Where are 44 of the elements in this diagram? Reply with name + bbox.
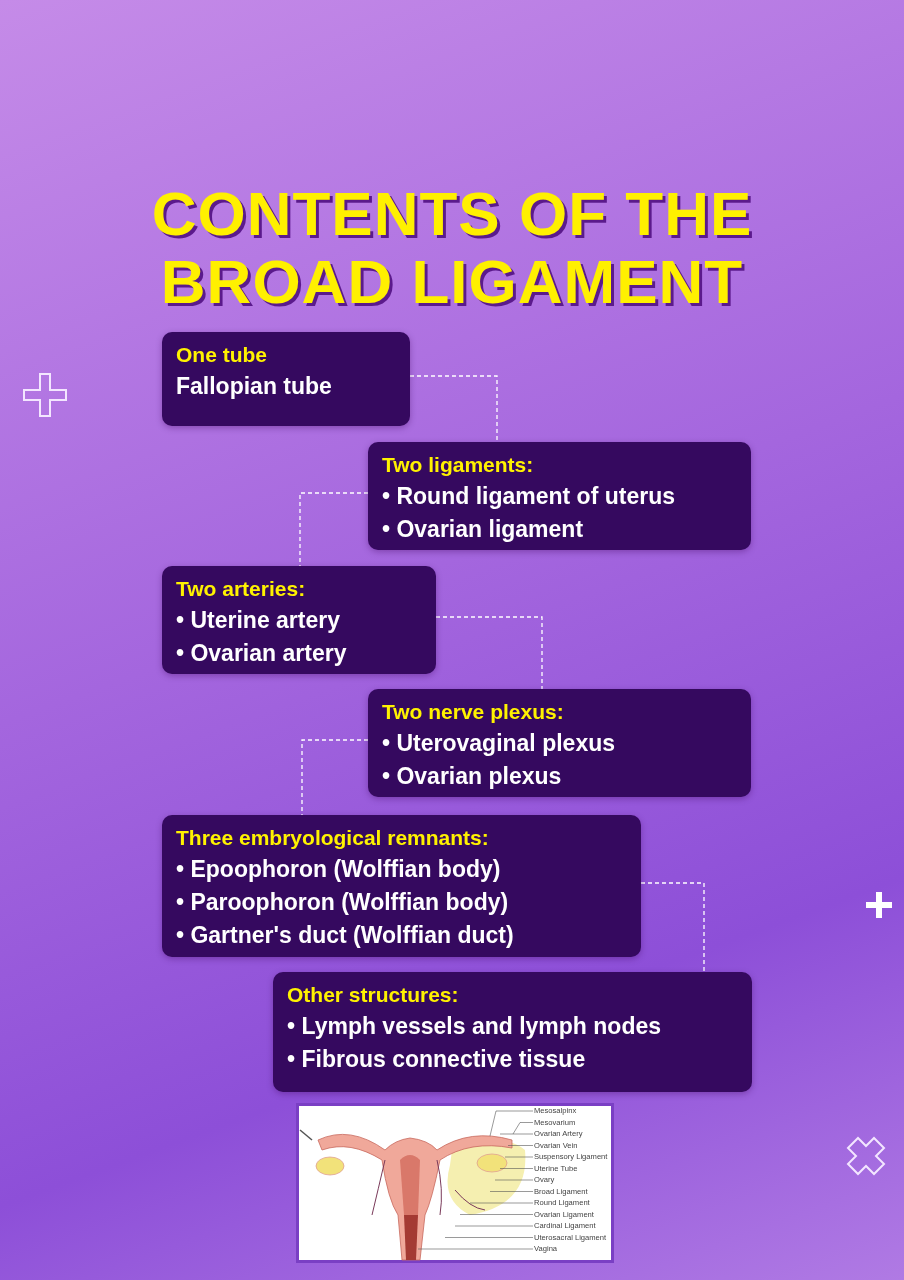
leader-line <box>454 1225 534 1227</box>
leader-line <box>459 1214 534 1215</box>
box-heading: Other structures: <box>287 982 460 1008</box>
leader-line <box>512 1122 534 1135</box>
list-item: • Round ligament of uterus <box>382 482 676 511</box>
box-heading: One tube <box>176 342 268 368</box>
list-item: • Gartner's duct (Wolffian duct) <box>176 921 515 950</box>
content-box <box>368 442 751 550</box>
leader-line <box>469 1202 534 1204</box>
uterus-anatomy-drawing <box>299 1129 526 1261</box>
title: CONTENTS OF THE BROAD LIGAMENT <box>150 180 754 316</box>
box-heading: Two ligaments: <box>382 452 535 478</box>
list-item: • Fibrous connective tissue <box>287 1045 587 1074</box>
content-box <box>368 689 751 797</box>
leader-line <box>499 1133 534 1135</box>
dashed-connector <box>640 882 705 973</box>
leader-line <box>494 1179 534 1181</box>
leader-line <box>507 1145 534 1146</box>
leader-line <box>489 1191 534 1192</box>
list-item: • Epoophoron (Wolffian body) <box>176 855 502 884</box>
box-heading: Three embryological remnants: <box>176 825 490 851</box>
list-item: • Ovarian plexus <box>382 762 563 791</box>
list-item: Fallopian tube <box>176 372 333 401</box>
list-item: • Paroophoron (Wolffian body) <box>176 888 510 917</box>
list-item: • Ovarian ligament <box>382 515 585 544</box>
leader-line <box>417 1248 534 1250</box>
list-item: • Ovarian artery <box>176 639 348 668</box>
content-box <box>162 566 436 674</box>
content-box <box>273 972 752 1092</box>
dashed-connector <box>435 616 543 690</box>
content-box <box>162 332 410 426</box>
dashed-connector <box>299 492 369 567</box>
dashed-connector <box>409 375 498 443</box>
box-heading: Two arteries: <box>176 576 307 602</box>
list-item: • Lymph vessels and lymph nodes <box>287 1012 663 1041</box>
dashed-connector <box>301 739 369 816</box>
leader-line <box>499 1168 534 1169</box>
list-item: • Uterine artery <box>176 606 341 635</box>
leader-line <box>504 1156 534 1158</box>
list-item: • Uterovaginal plexus <box>382 729 616 758</box>
leader-line <box>489 1110 534 1137</box>
leader-line <box>444 1237 534 1238</box>
content-box <box>162 815 641 957</box>
box-heading: Two nerve plexus: <box>382 699 565 725</box>
